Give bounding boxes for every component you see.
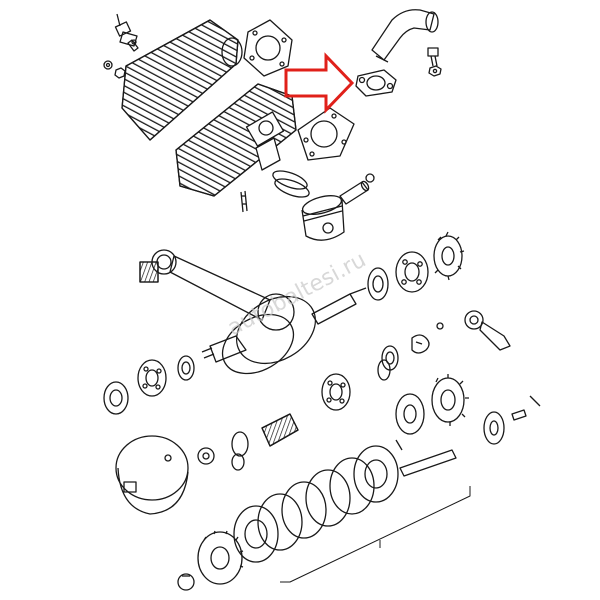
bearing-right-2 xyxy=(483,411,505,445)
shim-mid xyxy=(381,345,399,371)
clutch-plates xyxy=(233,445,399,563)
bearing-left xyxy=(137,359,167,397)
spring xyxy=(411,334,430,354)
cylinder xyxy=(175,83,297,197)
exhaust-gasket xyxy=(355,69,397,97)
connecting-rod xyxy=(151,249,295,331)
head-gasket xyxy=(243,19,293,77)
piston-pin xyxy=(339,180,370,205)
cylinder-head xyxy=(121,19,243,141)
stud xyxy=(240,190,248,213)
nut xyxy=(428,65,442,77)
oil-seal-right xyxy=(367,267,389,301)
shim-left xyxy=(177,355,195,381)
oil-seal-left xyxy=(103,381,129,415)
snap-ring xyxy=(177,573,195,591)
crankshaft xyxy=(201,287,367,375)
circlip xyxy=(365,173,375,183)
bearing-right-1 xyxy=(395,251,429,293)
gear-cluster xyxy=(395,374,469,435)
shim-hub xyxy=(231,453,245,471)
primary-gear xyxy=(197,413,299,465)
spark-plug xyxy=(114,13,139,52)
assembly-bracket xyxy=(280,486,471,583)
needle-bearing xyxy=(139,261,159,283)
clutch-hub xyxy=(197,530,244,585)
clutch-basket xyxy=(115,435,189,515)
kickstart-lever xyxy=(436,310,511,351)
nut-washer-left xyxy=(103,60,126,79)
exhaust-elbow xyxy=(371,9,439,63)
layshaft xyxy=(395,439,457,477)
piston-rings xyxy=(272,170,310,198)
piston xyxy=(301,195,345,241)
bolt xyxy=(427,47,439,67)
bolt-small-right xyxy=(511,395,541,421)
base-gasket xyxy=(297,107,355,161)
gear-right-top xyxy=(433,231,465,281)
highlight-arrow xyxy=(284,52,355,114)
bearing-mid xyxy=(321,373,351,411)
